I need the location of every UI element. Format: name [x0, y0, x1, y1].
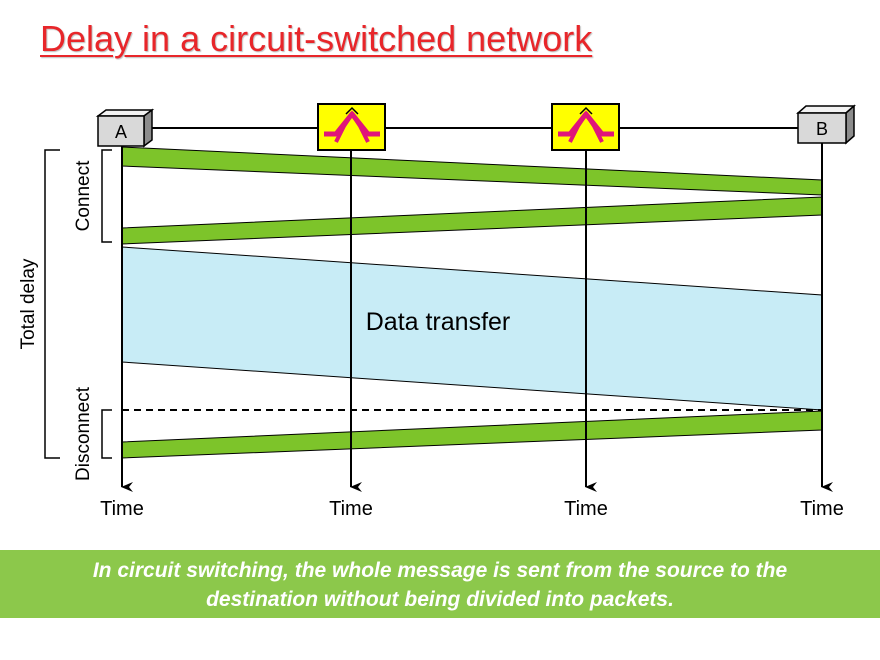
connect-label: Connect [73, 160, 94, 231]
time-label-switch-2: Time [564, 498, 608, 520]
time-label-b: Time [800, 498, 844, 520]
caption-line-1: In circuit switching, the whole message … [92, 559, 788, 582]
switch-icon [551, 103, 620, 151]
disconnect-bracket [101, 409, 112, 459]
switch-icon [317, 103, 386, 151]
disconnect-label: Disconnect [73, 386, 94, 481]
time-label-a: Time [100, 498, 144, 520]
circuit-switching-diagram: A B Time Time Time Time Data transfer To… [18, 103, 856, 520]
node-box-icon [796, 104, 856, 145]
node-a-label: A [115, 122, 127, 142]
caption-line-2: destination without being divided into p… [206, 588, 674, 611]
page-title: Delay in a circuit-switched network [40, 18, 593, 59]
connect-bracket [101, 149, 112, 243]
caption-banner: In circuit switching, the whole message … [0, 550, 880, 618]
data-transfer-label: Data transfer [366, 308, 511, 336]
node-b-label: B [816, 119, 828, 139]
time-label-switch-1: Time [329, 498, 373, 520]
total-delay-label: Total delay [18, 258, 39, 349]
total-delay-bracket [44, 149, 60, 459]
disconnect-band [121, 410, 823, 459]
connect-ack-band [121, 196, 823, 245]
node-box-icon [95, 108, 155, 148]
connect-request-band [121, 146, 823, 196]
